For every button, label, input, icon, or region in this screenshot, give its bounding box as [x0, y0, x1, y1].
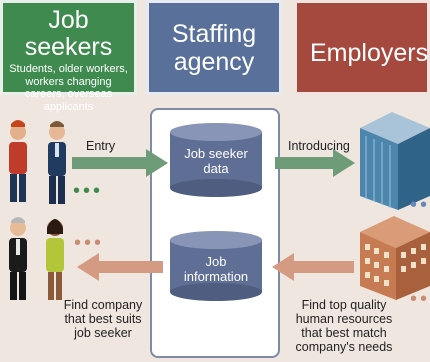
job-seekers-more-dots-2: •••: [74, 232, 105, 254]
return-to-job-seekers-arrow: [77, 253, 163, 281]
employers-title: Employers: [310, 39, 429, 67]
employers-more-dots-2: ••: [410, 288, 430, 310]
find-talent-label: Find top quality human resources that be…: [295, 298, 393, 354]
find-company-label: Find company that best suits job seeker: [63, 298, 143, 340]
job-seekers-title: Job seekers: [24, 6, 113, 61]
staffing-agency-box: Staffing agency: [146, 0, 282, 95]
return-to-agency-arrow: [272, 253, 354, 281]
job-seeker-person-1-icon: [9, 120, 27, 202]
staffing-agency-title-line1: Staffing: [171, 19, 257, 48]
employers-more-dots: ••: [410, 194, 430, 216]
job-seeker-person-3-icon: [9, 217, 27, 300]
employers-box: Employers: [294, 0, 430, 95]
entry-label: Entry: [86, 139, 116, 153]
job-information-label: Job information: [183, 254, 249, 284]
job-seeker-person-2-icon: [48, 121, 66, 204]
staffing-agency-title-line2: agency: [173, 47, 255, 76]
job-information-cylinder: [170, 231, 262, 301]
job-seeker-person-4-icon: [46, 219, 64, 300]
entry-arrow: [72, 149, 168, 177]
job-seekers-subtitle: Students, older workers, workers changin…: [9, 63, 128, 113]
introducing-label: Introducing: [288, 139, 350, 153]
job-seeker-data-label: Job seeker data: [184, 146, 248, 176]
job-seeker-data-cylinder: [170, 123, 262, 197]
brick-building-icon: [360, 216, 430, 300]
job-seekers-box: Job seekers Students, older workers, wor…: [0, 0, 137, 113]
introducing-arrow: [275, 149, 355, 177]
job-seekers-more-dots: •••: [73, 180, 104, 202]
office-building-icon: [360, 112, 430, 210]
